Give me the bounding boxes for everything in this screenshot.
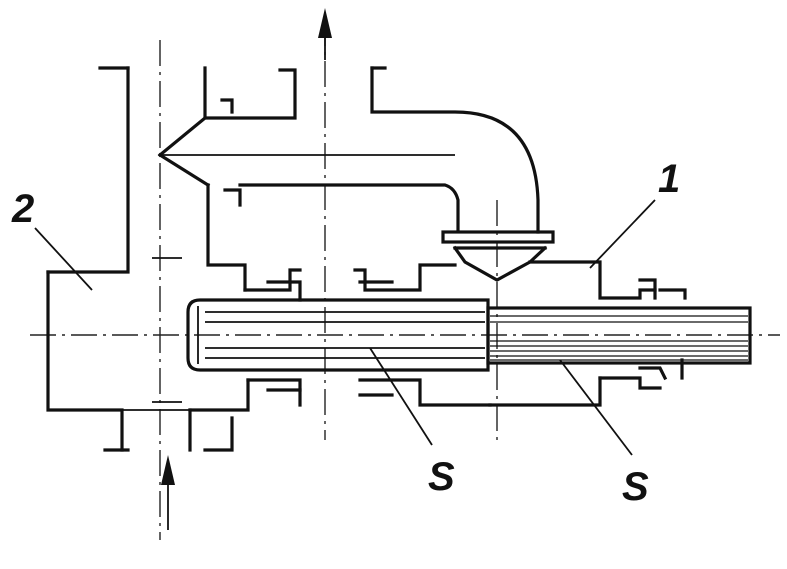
bent-pipe — [238, 66, 555, 282]
center-lines — [30, 20, 780, 540]
part-2-housing — [46, 66, 455, 452]
middle-housing — [243, 263, 602, 407]
leader-seal-outer — [559, 359, 633, 456]
leader-part-1 — [589, 199, 656, 269]
flow-arrows — [161, 8, 332, 530]
shaft — [186, 298, 490, 372]
leader-part-2 — [34, 227, 93, 291]
label-seal-outer: S — [622, 465, 649, 509]
part-1-body — [528, 260, 687, 390]
pipe-flange — [441, 230, 555, 244]
outflow-arrow-head — [318, 8, 332, 38]
leader-lines — [34, 199, 656, 456]
label-part-1: 1 — [658, 157, 680, 201]
label-part-2: 2 — [11, 187, 34, 231]
label-seal-inner: S — [428, 455, 455, 499]
inflow-arrow-head — [161, 455, 175, 485]
leader-seal-inner — [369, 347, 433, 446]
outer-shaft — [486, 306, 752, 365]
